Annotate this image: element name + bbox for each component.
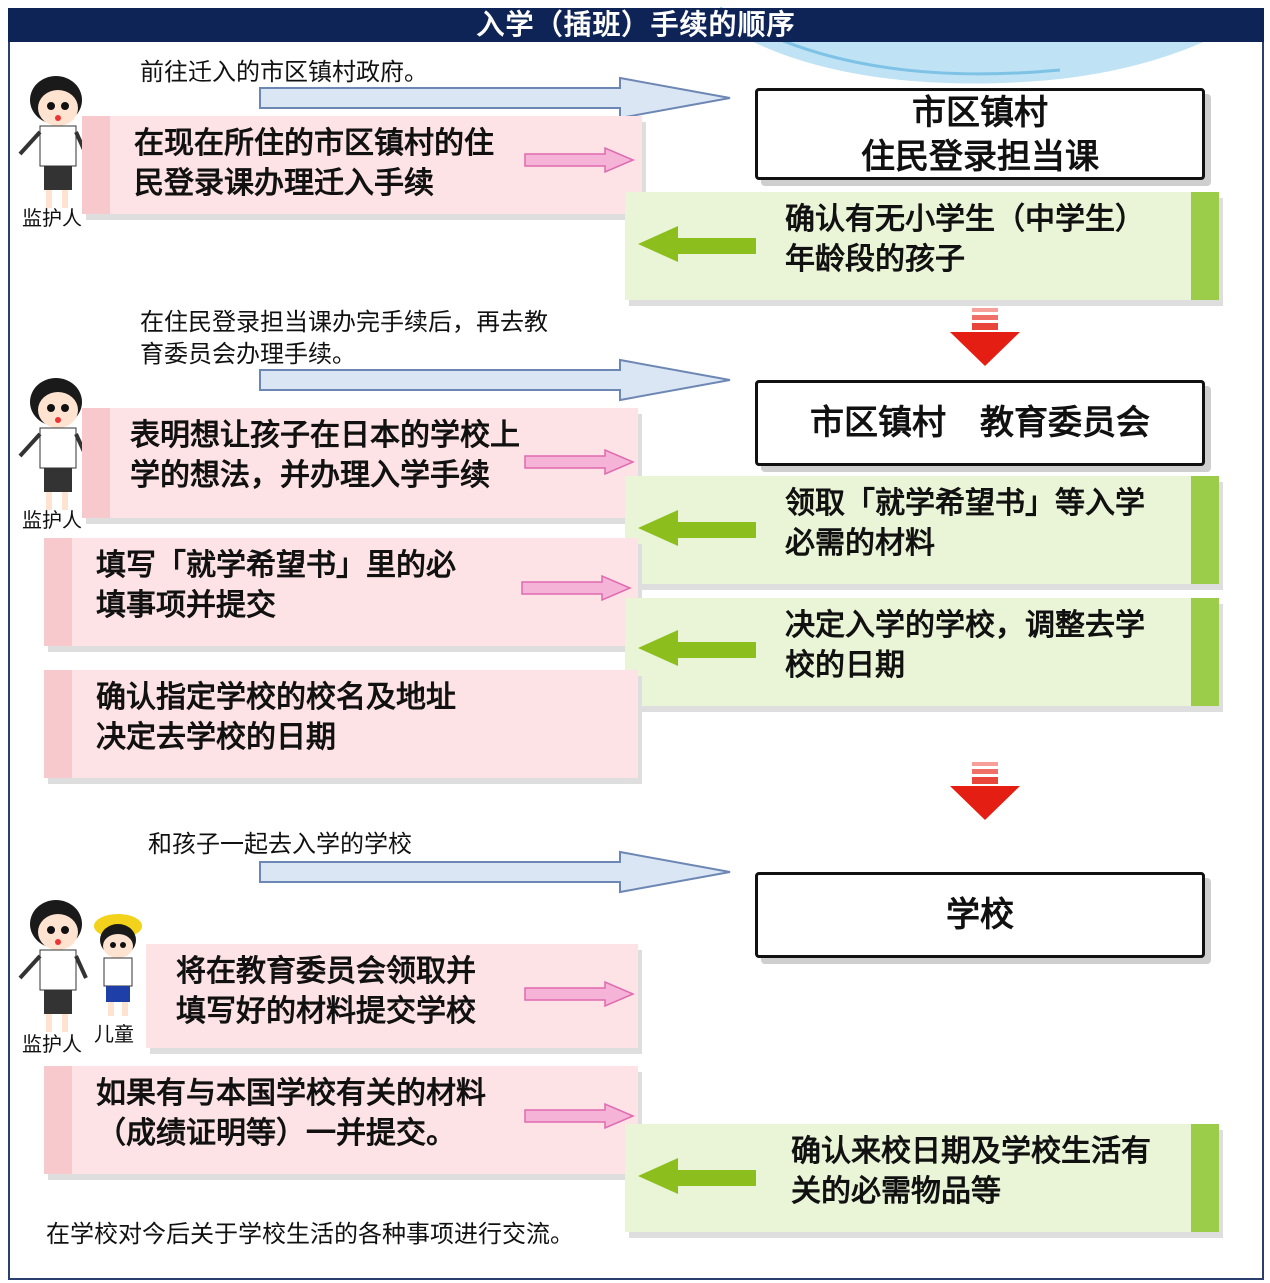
guardian-figure-icon (18, 900, 88, 1032)
guardian-step-6-line2: （成绩证明等）一并提交。 (96, 1116, 456, 1151)
guardian-step-5-line2: 填写好的材料提交学校 (176, 994, 476, 1029)
green-arrow-left-icon (638, 1158, 756, 1194)
guardian-step-1-line1: 在现在所住的市区镇村的住 (134, 126, 494, 161)
child-figure-icon (94, 914, 142, 1016)
office-step-3-line1: 决定入学的学校，调整去学 (785, 608, 1145, 643)
guardian-step-4-line2: 决定去学校的日期 (96, 720, 336, 755)
guardian-step-4: 确认指定学校的校名及地址 决定去学校的日期 (44, 670, 638, 778)
guardian-step-1: 在现在所住的市区镇村的住 民登录课办理迁入手续 (82, 116, 642, 214)
office-step-2-line2: 必需的材料 (785, 526, 935, 561)
office-step-3-line2: 校的日期 (785, 648, 905, 683)
arrow-right-to-board (259, 358, 731, 402)
guardian-step-2-line2: 学的想法，并办理入学手续 (130, 458, 490, 493)
green-arrow-left-icon (638, 510, 756, 546)
note-go-board-line2: 育委员会办理手续。 (140, 340, 356, 368)
note-go-school: 和孩子一起去入学的学校 (148, 830, 412, 858)
guardian-step-3-line1: 填写「就学希望书」里的必 (96, 548, 456, 583)
guardian-step-2-line1: 表明想让孩子在日本的学校上 (130, 418, 520, 453)
station-board-label: 市区镇村 教育委员会 (810, 403, 1150, 443)
note-go-city: 前往迁入的市区镇村政府。 (140, 58, 428, 86)
office-step-4-line2: 关的必需物品等 (791, 1174, 1001, 1209)
guardian-step-3-line2: 填事项并提交 (96, 588, 276, 623)
guardian-figure-icon (18, 378, 88, 510)
guardian-step-5-line1: 将在教育委员会领取并 (176, 954, 476, 989)
station-city-office: 市区镇村 住民登录担当课 (755, 88, 1205, 180)
guardian-step-4-line1: 确认指定学校的校名及地址 (96, 680, 456, 715)
office-step-1-line1: 确认有无小学生（中学生） (785, 202, 1145, 237)
pink-arrow-icon (524, 1102, 635, 1130)
red-down-arrow-icon (950, 762, 1020, 820)
green-arrow-left-icon (638, 226, 756, 262)
office-step-4-line1: 确认来校日期及学校生活有 (791, 1134, 1151, 1169)
station-city-office-line2: 住民登录担当课 (861, 137, 1099, 177)
guardian-step-3: 填写「就学希望书」里的必 填事项并提交 (44, 538, 638, 646)
pink-arrow-icon (524, 146, 635, 174)
station-school: 学校 (755, 872, 1205, 958)
office-step-2-line1: 领取「就学希望书」等入学 (785, 486, 1145, 521)
page-title: 入学（插班）手续的顺序 (8, 8, 1264, 42)
station-school-label: 学校 (946, 895, 1014, 935)
note-final: 在学校对今后关于学校生活的各种事项进行交流。 (46, 1220, 574, 1248)
green-arrow-left-icon (638, 630, 756, 666)
note-go-board-line1: 在住民登录担当课办完手续后，再去教 (140, 308, 548, 336)
guardian-label: 监护人 (22, 508, 82, 532)
child-label: 儿童 (94, 1022, 134, 1046)
guardian-step-6-line1: 如果有与本国学校有关的材料 (96, 1076, 486, 1111)
guardian-label: 监护人 (22, 206, 82, 230)
guardian-step-1-line2: 民登录课办理迁入手续 (134, 166, 434, 201)
arrow-right-to-school (259, 850, 731, 894)
guardian-label: 监护人 (22, 1032, 82, 1056)
pink-arrow-icon (524, 980, 635, 1008)
pink-arrow-icon (521, 574, 632, 602)
pink-arrow-icon (524, 448, 635, 476)
office-step-1-line2: 年龄段的孩子 (785, 242, 965, 277)
arrow-right-to-city-office (259, 76, 731, 120)
station-city-office-line1: 市区镇村 (912, 93, 1048, 133)
red-down-arrow-icon (950, 308, 1020, 366)
station-board: 市区镇村 教育委员会 (755, 380, 1205, 466)
